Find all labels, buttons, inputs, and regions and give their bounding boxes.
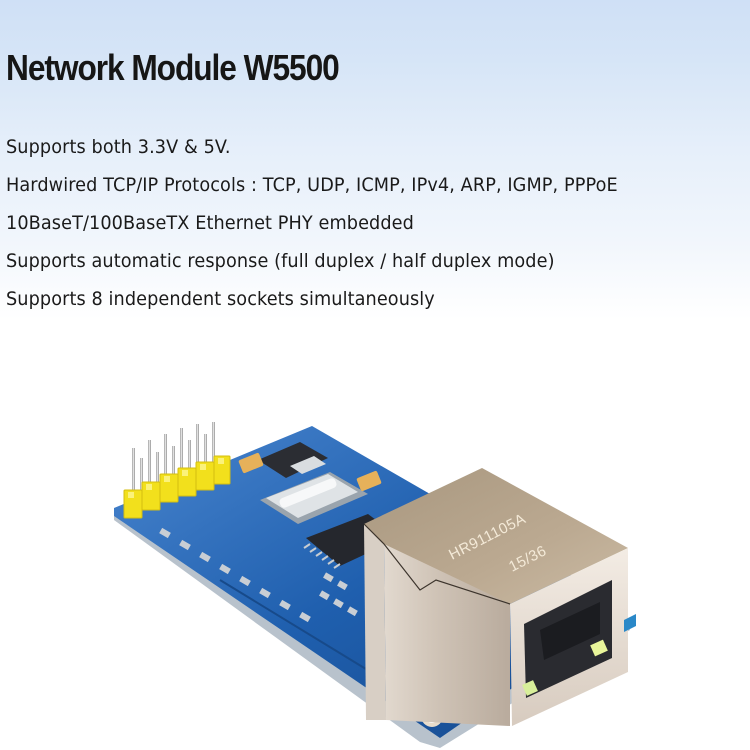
led-indicator xyxy=(590,639,608,657)
capacitor xyxy=(238,452,264,474)
page-title: Network Module W5500 xyxy=(6,47,340,88)
led-indicator xyxy=(522,680,538,696)
crystal-oscillator xyxy=(260,472,368,524)
rj45-jack: HR911105A 15/36 xyxy=(363,468,628,726)
feature-item: Hardwired TCP/IP Protocols : TCP, UDP, I… xyxy=(6,174,618,196)
pin-header xyxy=(123,422,231,519)
feature-item: Supports both 3.3V & 5V. xyxy=(6,136,231,158)
feature-list: Supports both 3.3V & 5V. Hardwired TCP/I… xyxy=(6,132,664,322)
pcb-edge-tab xyxy=(624,614,636,632)
voltage-regulator xyxy=(258,442,328,478)
w5500-module-illustration: HR911105A 15/36 xyxy=(114,422,636,748)
feature-item: Supports automatic response (full duplex… xyxy=(6,250,555,272)
product-image: HR911105A 15/36 xyxy=(100,420,660,750)
feature-item: 10BaseT/100BaseTX Ethernet PHY embedded xyxy=(6,212,414,234)
capacitor xyxy=(356,470,382,492)
feature-item: Supports 8 independent sockets simultane… xyxy=(6,288,435,310)
